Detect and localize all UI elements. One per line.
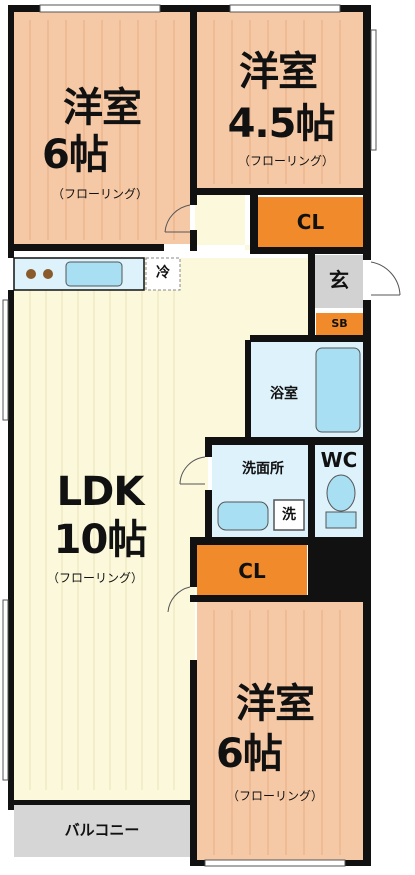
shoe-box	[316, 313, 363, 335]
door-swings	[164, 204, 401, 613]
washer-label: 洗	[282, 507, 296, 523]
windows	[2, 4, 377, 867]
bathroom-label: 浴室	[270, 386, 298, 402]
room-size-top-left: 6帖	[42, 132, 109, 178]
walls	[8, 5, 371, 866]
room-size-bottom-right: 6帖	[216, 731, 283, 777]
room-floor-bottom-right: （フローリング）	[226, 789, 323, 803]
closet-top	[258, 197, 363, 247]
western-room-bottom-right	[197, 602, 363, 860]
entrance-label: 玄	[329, 268, 349, 292]
refrigerator-label: 冷	[156, 265, 170, 281]
toilet-label: WC	[320, 448, 358, 472]
closet-middle-label: CL	[238, 559, 266, 583]
room-name-bottom-right: 洋室	[236, 681, 315, 727]
entrance-area	[315, 255, 363, 308]
balcony-area	[14, 805, 190, 857]
room-floor-top-left: （フローリング）	[51, 187, 148, 201]
balcony-label: バルコニー	[64, 821, 140, 839]
room-name-top-right: 洋室	[239, 49, 318, 95]
ldk-size: 10帖	[53, 517, 148, 563]
washroom-label: 洗面所	[242, 461, 284, 477]
room-name-top-left: 洋室	[63, 85, 142, 131]
shoe-box-label: SB	[331, 317, 348, 330]
refrigerator-space	[145, 257, 181, 291]
washroom-area	[212, 445, 310, 537]
kitchen-counter	[13, 257, 145, 291]
room-size-top-right: 4.5帖	[227, 101, 336, 147]
room-floor-top-right: （フローリング）	[237, 154, 334, 168]
closet-top-label: CL	[296, 210, 325, 234]
ldk-name: LDK	[56, 469, 145, 515]
shaft-block	[308, 545, 368, 595]
closet-middle	[197, 545, 307, 595]
western-room-top-right	[197, 12, 363, 188]
western-room-top-left	[14, 12, 190, 244]
ldk-area	[14, 190, 310, 800]
ldk-floor: （フローリング）	[46, 571, 143, 585]
bathroom-area	[250, 342, 363, 437]
toilet-area	[315, 445, 363, 537]
